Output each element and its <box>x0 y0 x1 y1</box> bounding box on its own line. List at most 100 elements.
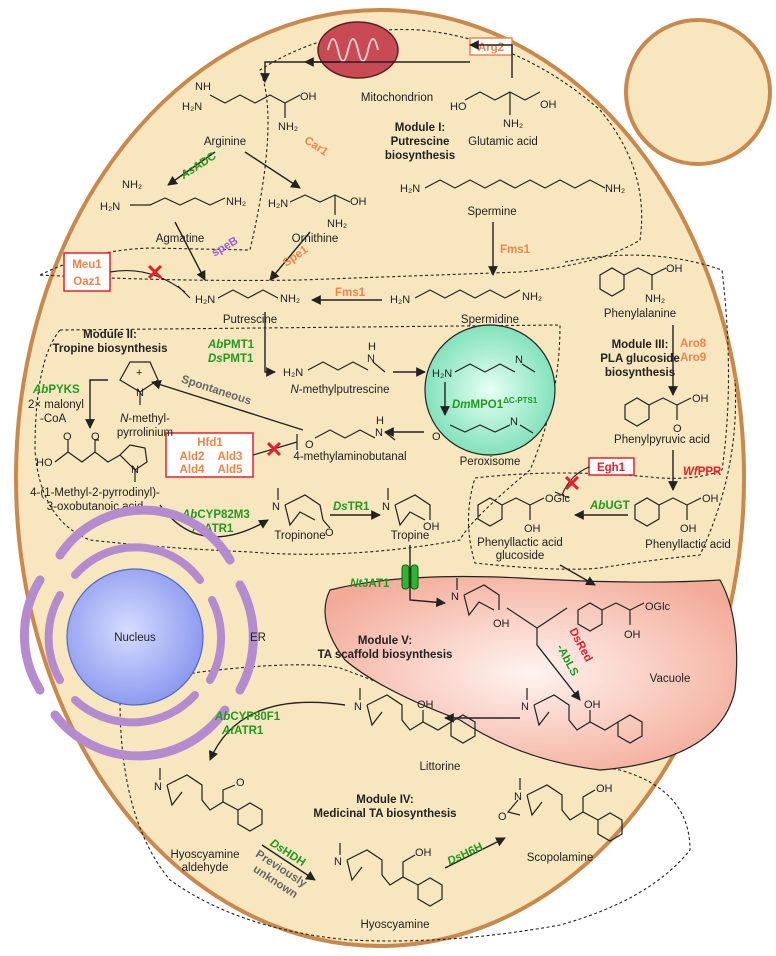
vacuole-pla-glucoside-structure: OGlc OH <box>577 601 671 641</box>
n-methylpyrrolinium-structure: N + <box>119 361 159 405</box>
phenylalanine-structure: OH NH₂ <box>599 263 683 305</box>
atom: OH <box>702 493 719 505</box>
littorine-structure: N OH <box>354 688 476 744</box>
atom: H₂N <box>283 367 303 379</box>
atom: + <box>136 367 142 379</box>
compound-phenylpyruvic-acid: Phenylpyruvic acid <box>614 434 710 446</box>
knockout-egh1-box <box>588 457 635 476</box>
atom: N <box>272 501 280 513</box>
arginine-structure: NH H₂N OH NH₂ <box>182 81 317 133</box>
compound-phenyllactic-acid: Phenyllactic acid <box>645 539 731 551</box>
atom: OGlc <box>645 601 671 613</box>
vacuole-tropine-structure: N OH <box>451 578 510 630</box>
enzyme-ntjat1: NtJAT1 <box>350 578 390 590</box>
compound-n-methylpyrrolinium-2: pyrrolinium <box>117 427 173 439</box>
vacuole-littorine-structure: N OH <box>521 688 643 744</box>
compound-n-methylputrescine: N-methylputrescine <box>290 384 389 396</box>
module-4-title: Module IV: <box>356 794 414 806</box>
atom: NH₂ <box>645 293 665 305</box>
atom: H <box>368 341 376 353</box>
atom: N <box>521 701 529 713</box>
compound-pla-glucoside-1: Phenyllactic acid <box>477 537 563 549</box>
atom: O <box>305 439 314 451</box>
phenylpyruvic-structure: OH O <box>624 393 709 435</box>
module-1-title-3: biosynthesis <box>385 150 455 162</box>
atom: H₂N <box>268 198 288 210</box>
atom: N <box>382 501 390 513</box>
enzyme-aro9: Aro9 <box>680 352 706 364</box>
compound-hyoscyamine-aldehyde-2: aldehyde <box>182 862 229 874</box>
atom: OH <box>350 196 367 208</box>
pla-glucoside-structure: OGlc OH <box>477 493 571 535</box>
knockout-ald2: Ald2 <box>180 451 205 463</box>
atom: NH₂ <box>522 291 542 303</box>
hyoscyamine-structure: N OH <box>334 843 443 907</box>
vacuole-label: Vacuole <box>650 673 691 685</box>
red-x-icon: ✕ <box>146 260 164 285</box>
er <box>19 505 258 761</box>
enzyme-fms1-a: Fms1 <box>500 244 531 256</box>
module-2-title: Module II: <box>83 329 137 341</box>
atom: N <box>515 354 523 366</box>
enzyme-dmmpo1: DmMPO1ΔC-PTS1 <box>452 396 538 411</box>
ornithine-structure: H₂N OH NH₂ <box>268 194 367 230</box>
peroxisome-structures: H₂N N O N <box>432 354 536 443</box>
atom: N <box>354 701 362 713</box>
atom: H <box>376 415 384 427</box>
atom: NH <box>195 81 211 93</box>
bud <box>624 18 772 166</box>
atom: OH <box>666 263 683 275</box>
atom: H₂N <box>400 183 420 195</box>
module-4-title-2: Medicinal TA biosynthesis <box>313 808 456 820</box>
atom: N <box>375 427 383 439</box>
enzyme-atatr1-b: AtATR1 <box>221 725 264 737</box>
enzyme-aro8: Aro8 <box>680 338 707 350</box>
atom: OH <box>423 521 440 533</box>
glutamic-acid-structure: HO OH NH₂ <box>450 91 557 130</box>
atom: OH <box>540 99 557 111</box>
enzyme-fms1-b: Fms1 <box>335 287 366 299</box>
atom: OH <box>493 618 510 630</box>
atom: N <box>154 781 162 793</box>
compound-mpoba-1: 4-(1-Methyl-2-pyrrodinyl)- <box>30 487 160 499</box>
atom: OH <box>300 91 317 103</box>
mitochondrion-label: Mitochondrion <box>361 92 433 104</box>
module-1-title-2: Putrescine <box>391 136 450 148</box>
atom: N <box>136 387 144 399</box>
knockout-ald5: Ald5 <box>218 464 244 476</box>
atom: OH <box>524 523 541 535</box>
module-3-title-2: PLA glucoside <box>600 353 679 365</box>
compound-4-methylaminobutanal: 4-methylaminobutanal <box>293 451 406 463</box>
mab-structure: O N H <box>305 415 396 451</box>
enzyme-wfppr: WfPPR <box>683 466 722 478</box>
atom: OH <box>415 847 432 859</box>
knockout-hfd1: Hfd1 <box>197 437 223 449</box>
atom: NH₂ <box>605 183 625 195</box>
atom: N <box>367 353 375 365</box>
peroxisome <box>424 324 556 456</box>
agmatine-structure: NH₂ H₂N NH₂ <box>100 179 246 213</box>
knockout-ald4: Ald4 <box>180 464 206 476</box>
module-3-title-3: biosynthesis <box>605 367 675 379</box>
atom: OH <box>624 629 641 641</box>
atom: HO <box>36 457 53 469</box>
phenyllactic-structure: OH OH <box>634 493 719 535</box>
compound-n-methylpyrrolinium: N-methyl- <box>120 413 170 425</box>
module-5-title: Module V: <box>358 635 412 647</box>
atom: N <box>451 591 459 603</box>
spermidine-structure: H₂N NH₂ <box>390 289 542 306</box>
enzyme-abpmt1: AbPMT1 <box>207 339 255 351</box>
module-2-title-2: Tropine biosynthesis <box>52 343 167 355</box>
red-x-icon: ✕ <box>563 471 581 496</box>
atom: OH <box>596 783 613 795</box>
compound-pla-glucoside-2: glucoside <box>496 550 545 562</box>
atom: NH₂ <box>278 121 298 133</box>
spermine-structure: H₂N NH₂ <box>400 179 625 195</box>
atom: OH <box>692 393 709 405</box>
malonyl-coa-2: -CoA <box>40 413 67 425</box>
atom: O <box>236 777 245 789</box>
peroxisome-label: Peroxisome <box>460 456 521 468</box>
compound-hyoscyamine: Hyoscyamine <box>360 919 429 931</box>
compound-phenylalanine: Phenylalanine <box>604 308 676 320</box>
module-5-title-2: TA scaffold biosynthesis <box>318 649 453 661</box>
